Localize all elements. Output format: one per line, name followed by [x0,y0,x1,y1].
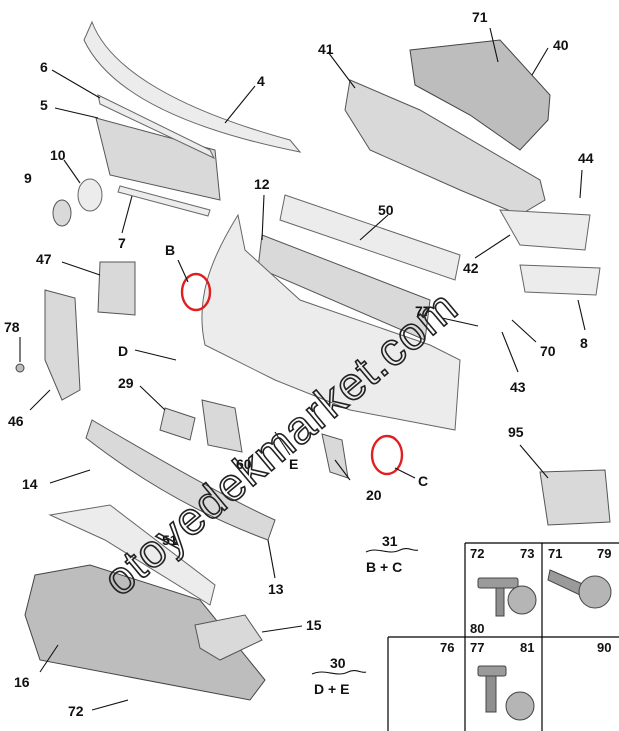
table-a-top-right: 73 [520,546,534,561]
callout-40: 40 [553,37,569,53]
callout-44: 44 [578,150,594,166]
part-side-bracket-47 [97,261,136,316]
table-a-bottom-left: 80 [470,621,484,636]
callout-e: E [289,456,298,472]
highlight-ring-c [370,434,404,476]
part-tow-cover-29 [159,407,196,441]
part-deflector-15 [194,614,263,661]
part-screw-78 [15,363,25,373]
callout-95: 95 [508,424,524,440]
table-d-top-right: 81 [520,640,534,655]
part-bumper-cover [201,213,461,431]
table-b-top-left: 71 [548,546,562,561]
part-upper-trim [83,20,302,153]
callout-71: 71 [472,9,488,25]
part-clip-kit-box [539,469,611,526]
part-upper-carrier [409,39,551,151]
callout-b: B [165,242,175,258]
kit-30-number: 30 [330,655,346,671]
callout-12: 12 [254,176,270,192]
part-fog-grille-frame [499,209,591,251]
table-b-top-right: 79 [597,546,611,561]
part-emblem [52,199,72,227]
part-grille-strip-7 [117,185,211,217]
callout-70: 70 [540,343,556,359]
highlight-ring-b [180,272,212,312]
callout-72: 72 [68,703,84,719]
callout-47: 47 [36,251,52,267]
callout-d: D [118,343,128,359]
callout-8: 8 [580,335,588,351]
kit-31-number: 31 [382,533,398,549]
part-cover-60 [201,399,243,453]
callout-43: 43 [510,379,526,395]
callout-29: 29 [118,375,134,391]
part-undertray [24,564,266,701]
callout-13: 13 [268,581,284,597]
part-fog-strip-8 [519,264,601,296]
callout-60: 60 [236,456,252,472]
callout-4: 4 [257,73,265,89]
leader-lines [19,27,586,711]
callout-20: 20 [366,487,382,503]
part-bumper-absorber [279,194,461,281]
part-emblem-frame [77,178,103,212]
part-air-duct-46 [44,289,81,401]
callout-9: 9 [24,170,32,186]
callout-c: C [418,473,428,489]
table-a-top-left: 72 [470,546,484,561]
table-c-top-right: 76 [440,640,454,655]
kit-30-label: D + E [314,681,349,697]
callout-16: 16 [14,674,30,690]
table-d-top-left: 77 [470,640,484,655]
kit-30: 30 D + E [311,655,367,697]
callout-78: 78 [4,319,20,335]
callout-6: 6 [40,59,48,75]
screw-72-icon [477,577,537,617]
callout-7: 7 [118,235,126,251]
callout-77: 77 [415,303,431,319]
part-bumper-beam [257,234,431,341]
callout-15: 15 [306,617,322,633]
table-e-top-right: 90 [597,640,611,655]
callout-5: 5 [40,97,48,113]
callout-50: 50 [378,202,394,218]
bolt-77-icon [477,665,535,721]
callout-51: 51 [162,532,178,548]
callout-14: 14 [22,476,38,492]
screw-71-icon [547,569,612,609]
part-lower-bracket [48,504,216,606]
kit-31-label: B + C [366,559,402,575]
part-grille-strip-6 [97,94,216,160]
callout-10: 10 [50,147,66,163]
callout-46: 46 [8,413,24,429]
fastener-table: 72 73 80 71 79 76 77 81 90 [387,542,619,731]
kit-31: 31 B + C [365,533,419,575]
callout-41: 41 [318,41,334,57]
callout-42: 42 [463,260,479,276]
